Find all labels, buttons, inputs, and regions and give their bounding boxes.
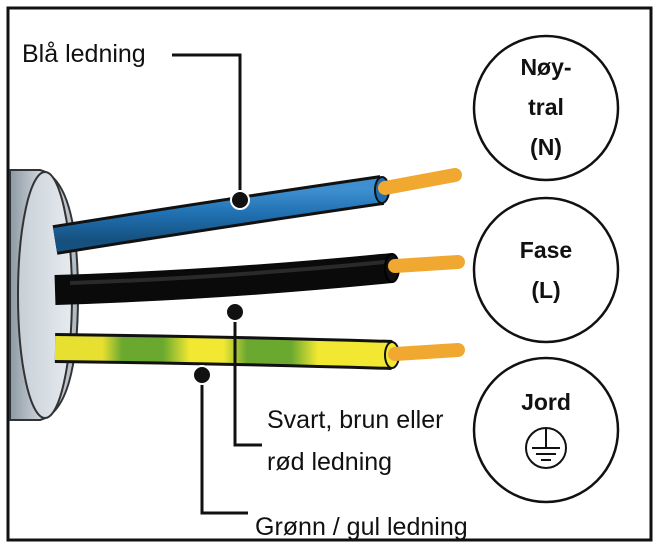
green-wire-label: Grønn / gul ledning xyxy=(255,513,468,541)
terminal-phase-line1: Fase xyxy=(520,237,572,263)
terminal-phase-line2: (L) xyxy=(531,277,560,303)
terminal-neutral-line1: Nøy- xyxy=(520,54,571,80)
blue-wire-tip xyxy=(378,168,462,195)
blue-wire-leader xyxy=(172,53,250,210)
terminal-earth-line1: Jord xyxy=(521,389,571,415)
terminal-phase: Fase (L) xyxy=(472,196,620,344)
blue-wire-label: Blå ledning xyxy=(22,40,146,68)
earth-ground-icon xyxy=(525,427,567,469)
black-wire-label-line2: rød ledning xyxy=(267,448,392,476)
terminal-neutral: Nøy- tral (N) xyxy=(472,34,620,182)
green-yellow-wire xyxy=(54,333,465,370)
green-yellow-wire-tip xyxy=(388,343,465,361)
black-wire xyxy=(54,253,465,305)
black-wire-leader xyxy=(225,302,262,447)
black-wire-tip xyxy=(388,255,465,273)
terminal-earth: Jord xyxy=(472,356,620,504)
black-wire-label-line1: Svart, brun eller xyxy=(267,406,443,434)
green-wire-leader xyxy=(192,365,248,515)
blue-wire xyxy=(52,168,462,255)
terminal-neutral-line3: (N) xyxy=(530,134,562,160)
terminal-neutral-line2: tral xyxy=(528,94,564,120)
